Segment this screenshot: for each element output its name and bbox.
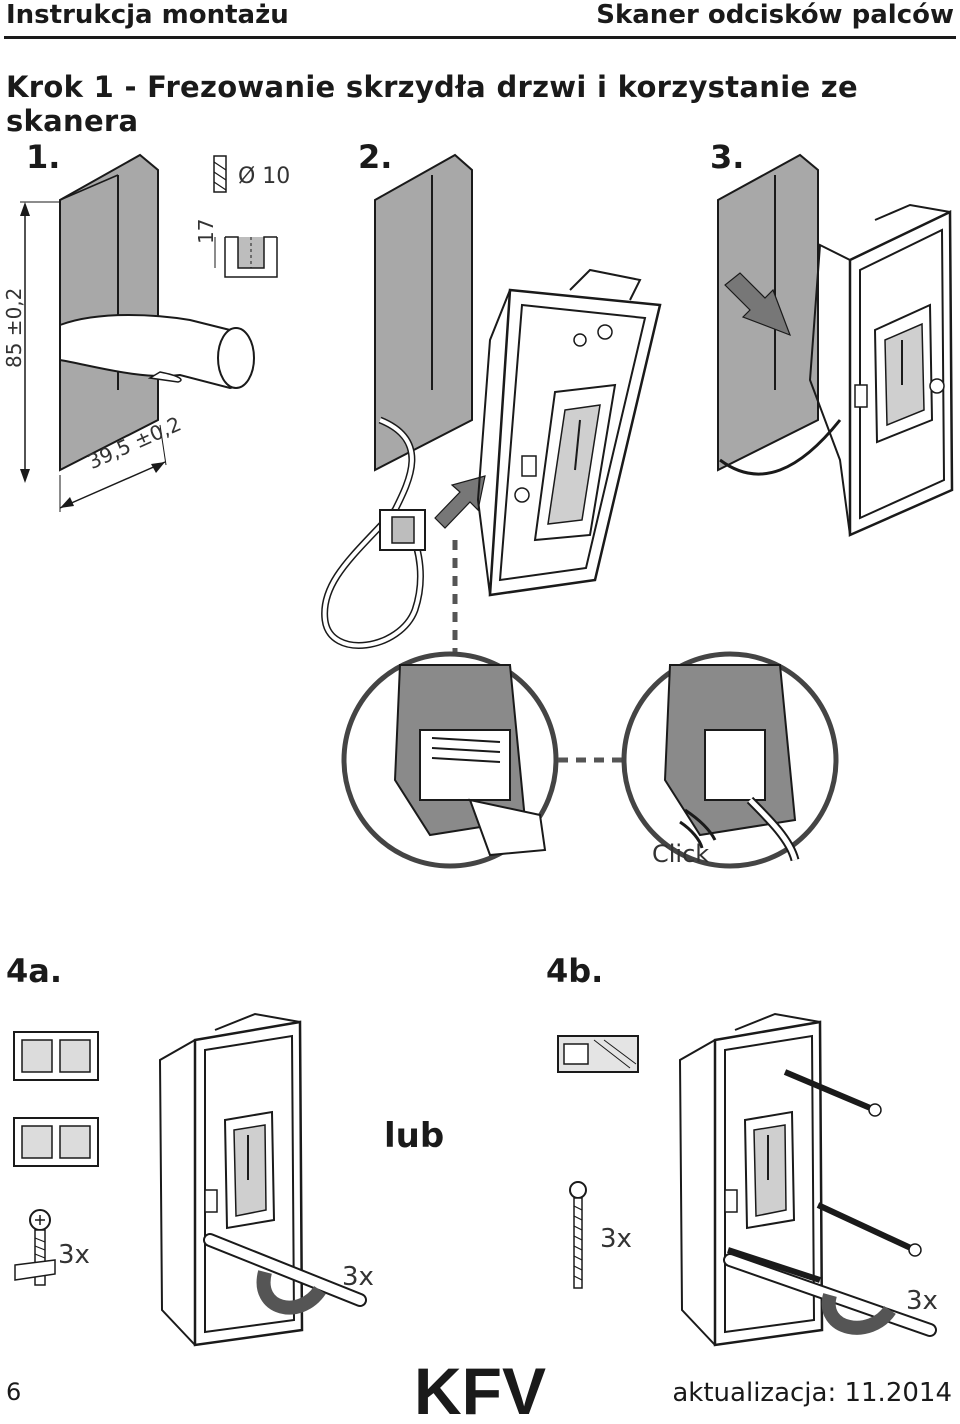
logo-text: KFV [414, 1360, 546, 1420]
kfv-logo: KFV [400, 1354, 560, 1424]
click-label: Click [652, 840, 710, 868]
drill-diameter-label: Ø 10 [238, 164, 291, 189]
height-dimension-label: 85 ±0,2 [2, 287, 26, 368]
screw-with-clamp-icon [14, 1209, 56, 1286]
connector-detail-circles [341, 651, 839, 869]
product-title: Skaner odcisków palców [596, 0, 954, 30]
figure-4b-wooden-door-mounting-drawing [557, 1012, 937, 1347]
figure-3-insert-scanner-drawing [717, 153, 954, 537]
manual-title: Instrukcja montażu [6, 0, 289, 30]
or-label: lub [384, 1116, 445, 1156]
figure-2-label: 2. [358, 138, 393, 176]
header-divider [4, 36, 956, 39]
page-number: 6 [6, 1378, 22, 1406]
figure-3-label: 3. [710, 138, 745, 176]
metal-profile-icon [13, 1031, 99, 1081]
fig4b-screw-count: 3x [600, 1224, 632, 1254]
depth-label: 17 [194, 218, 218, 244]
figure-1-label: 1. [26, 138, 61, 176]
figure-4b-label: 4b. [546, 952, 604, 990]
fig4a-turn-count: 3x [342, 1262, 374, 1292]
figure-1-milling-drawing [20, 153, 278, 512]
metal-profile-icon [13, 1117, 99, 1167]
step-title: Krok 1 - Frezowanie skrzydła drzwi i kor… [6, 70, 858, 138]
fig4b-turn-count: 3x [906, 1286, 938, 1316]
fig4a-screw-count: 3x [58, 1240, 90, 1270]
figure-2-cable-connection-drawing [321, 153, 662, 660]
depth-section-icon [214, 236, 278, 278]
drill-bit-icon [213, 155, 227, 193]
wood-profile-icon [557, 1035, 639, 1073]
update-date: aktualizacja: 11.2014 [672, 1378, 952, 1408]
figure-4a-metal-door-mounting-drawing [13, 1012, 367, 1347]
figure-4a-label: 4a. [6, 952, 63, 990]
wood-screw-icon [569, 1181, 587, 1289]
